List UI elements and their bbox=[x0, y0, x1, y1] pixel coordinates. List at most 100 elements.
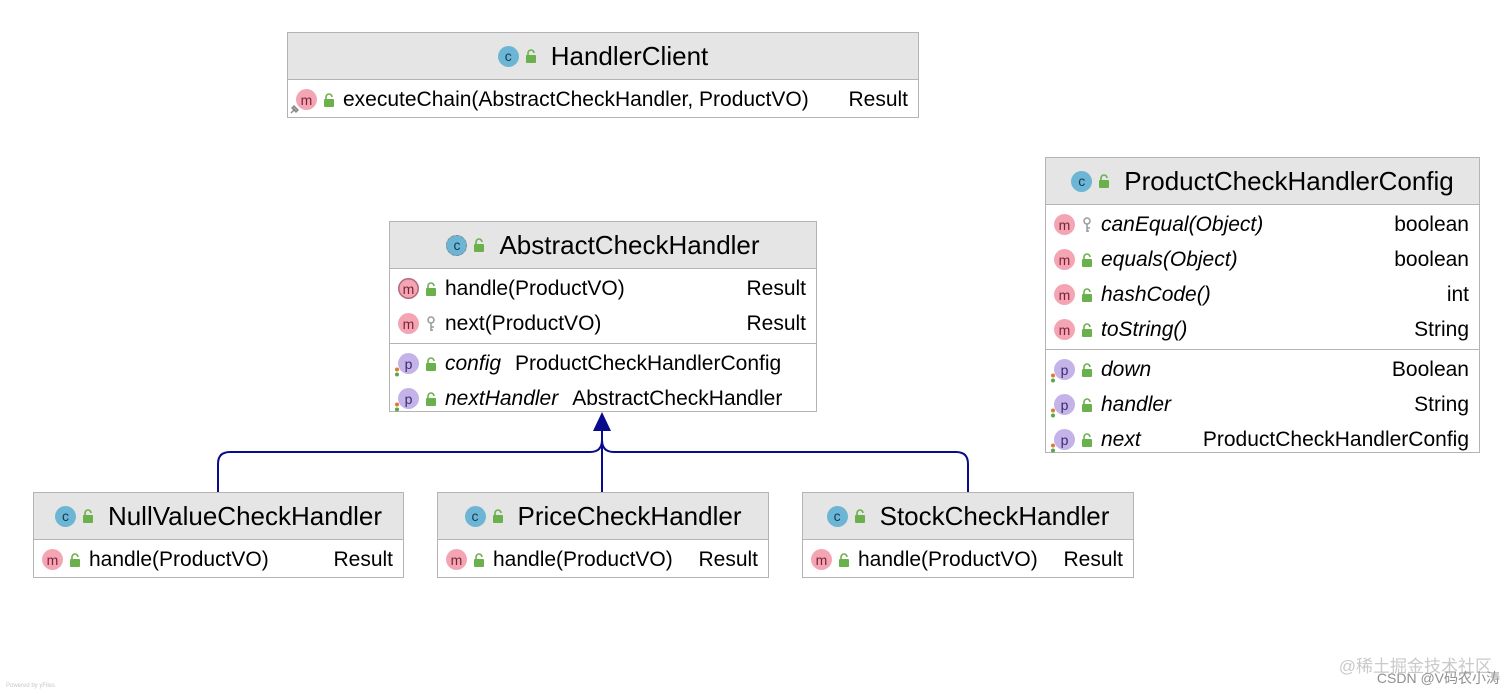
public-lock-icon bbox=[70, 552, 80, 567]
powered-by-watermark: Powered by yFiles bbox=[6, 683, 56, 689]
accessor-dots-icon bbox=[395, 367, 399, 377]
method-name: handle(ProductVO) bbox=[493, 547, 673, 571]
public-lock-icon bbox=[854, 509, 865, 523]
public-lock-icon bbox=[1099, 174, 1110, 188]
author-watermark: CSDN @V码农小涛 bbox=[1376, 670, 1500, 686]
property-type: ProductCheckHandlerConfig bbox=[1202, 427, 1469, 451]
methods-section: m handle(ProductVO) Result bbox=[803, 540, 1133, 579]
accessor-dots-icon bbox=[1051, 408, 1055, 418]
method-return-type: int bbox=[1446, 282, 1469, 306]
class-name: HandlerClient bbox=[550, 40, 709, 71]
method-name: toString() bbox=[1101, 317, 1188, 341]
class-handlerclient[interactable]: c HandlerClient m executeChain(AbstractC… bbox=[287, 32, 919, 118]
method-icon: m bbox=[1054, 319, 1075, 340]
static-pin-icon bbox=[290, 105, 299, 114]
class-name: AbstractCheckHandler bbox=[499, 229, 760, 260]
method-icon: m bbox=[42, 549, 63, 570]
method-row[interactable]: m handle(ProductVO) Result bbox=[390, 271, 816, 306]
class-stockcheckhandler[interactable]: c StockCheckHandler m handle(ProductVO) … bbox=[802, 492, 1134, 578]
method-icon: m bbox=[1054, 284, 1075, 305]
properties-section: p config ProductCheckHandlerConfig p nex… bbox=[390, 343, 816, 418]
public-lock-icon bbox=[1082, 287, 1092, 302]
property-name: config bbox=[445, 351, 502, 375]
method-row[interactable]: m executeChain(AbstractCheckHandler, Pro… bbox=[288, 82, 918, 117]
method-icon: m bbox=[811, 549, 832, 570]
inheritance-arrowhead bbox=[593, 412, 611, 431]
method-icon: m bbox=[1054, 249, 1075, 270]
method-name: handle(ProductVO) bbox=[858, 547, 1038, 571]
method-row[interactable]: m next(ProductVO) Result bbox=[390, 306, 816, 341]
public-lock-icon bbox=[1082, 397, 1092, 412]
method-icon: m bbox=[446, 549, 467, 570]
connector-nullvalue bbox=[217, 430, 603, 492]
property-type: ProductCheckHandlerConfig bbox=[515, 351, 782, 375]
public-lock-icon bbox=[839, 552, 849, 567]
property-row[interactable]: p handler String bbox=[1046, 387, 1479, 422]
method-return-type: Result bbox=[746, 276, 806, 300]
method-row[interactable]: m handle(ProductVO) Result bbox=[438, 542, 768, 577]
method-return-type: boolean bbox=[1394, 247, 1469, 271]
method-row[interactable]: m handle(ProductVO) Result bbox=[34, 542, 403, 577]
method-return-type: Result bbox=[848, 87, 908, 111]
method-return-type: Result bbox=[746, 311, 806, 335]
method-return-type: String bbox=[1414, 317, 1469, 341]
method-row[interactable]: m handle(ProductVO) Result bbox=[803, 542, 1133, 577]
public-lock-icon bbox=[426, 391, 436, 406]
method-name: equals(Object) bbox=[1101, 247, 1238, 271]
abstract-method-icon: m bbox=[398, 278, 419, 299]
property-row[interactable]: p next ProductCheckHandlerConfig bbox=[1046, 422, 1479, 457]
class-productcheckhandlerconfig[interactable]: c ProductCheckHandlerConfig m canEqual(O… bbox=[1045, 157, 1480, 453]
methods-section: m handle(ProductVO) Result m next(Produc… bbox=[390, 269, 816, 343]
property-name: next bbox=[1101, 427, 1141, 451]
class-nullvaluecheckhandler[interactable]: c NullValueCheckHandler m handle(Product… bbox=[33, 492, 404, 578]
method-row[interactable]: m hashCode() int bbox=[1046, 277, 1479, 312]
class-header: c ProductCheckHandlerConfig bbox=[1046, 158, 1479, 205]
method-row[interactable]: m toString() String bbox=[1046, 312, 1479, 347]
method-icon: m bbox=[290, 89, 317, 114]
method-row[interactable]: m equals(Object) boolean bbox=[1046, 242, 1479, 277]
class-name: NullValueCheckHandler bbox=[107, 500, 383, 531]
property-row[interactable]: p down Boolean bbox=[1046, 352, 1479, 387]
public-lock-icon bbox=[426, 356, 436, 371]
protected-key-icon bbox=[427, 315, 435, 331]
method-name: canEqual(Object) bbox=[1101, 212, 1264, 236]
method-name: next(ProductVO) bbox=[445, 311, 602, 335]
public-lock-icon bbox=[1082, 252, 1092, 267]
abstract-class-icon: c bbox=[446, 234, 468, 256]
properties-section: p down Boolean p handler String p next P… bbox=[1046, 349, 1479, 459]
property-type: AbstractCheckHandler bbox=[572, 386, 783, 410]
property-row[interactable]: p nextHandler AbstractCheckHandler bbox=[390, 381, 816, 416]
class-abstractcheckhandler[interactable]: c AbstractCheckHandler m handle(ProductV… bbox=[389, 221, 817, 412]
class-icon: c bbox=[464, 505, 486, 527]
method-icon: m bbox=[1054, 214, 1075, 235]
property-name: handler bbox=[1101, 392, 1172, 416]
class-name: StockCheckHandler bbox=[879, 500, 1110, 531]
property-icon: p bbox=[1051, 394, 1075, 418]
class-pricecheckhandler[interactable]: c PriceCheckHandler m handle(ProductVO) … bbox=[437, 492, 769, 578]
property-icon: p bbox=[395, 353, 419, 377]
class-header: c StockCheckHandler bbox=[803, 493, 1133, 540]
class-header: c HandlerClient bbox=[288, 33, 918, 80]
accessor-dots-icon bbox=[1051, 443, 1055, 453]
property-icon: p bbox=[1051, 429, 1075, 453]
class-icon: c bbox=[826, 505, 848, 527]
public-lock-icon bbox=[324, 92, 334, 107]
property-type: Boolean bbox=[1391, 357, 1469, 381]
public-lock-icon bbox=[1082, 322, 1092, 337]
public-lock-icon bbox=[1082, 432, 1092, 447]
connector-stock bbox=[601, 439, 969, 492]
methods-section: m handle(ProductVO) Result bbox=[438, 540, 768, 579]
property-icon: p bbox=[1051, 359, 1075, 383]
public-lock-icon bbox=[474, 238, 485, 252]
public-lock-icon bbox=[1082, 362, 1092, 377]
public-lock-icon bbox=[82, 509, 93, 523]
property-name: nextHandler bbox=[445, 386, 559, 410]
class-header: c NullValueCheckHandler bbox=[34, 493, 403, 540]
public-lock-icon bbox=[492, 509, 503, 523]
class-header: c PriceCheckHandler bbox=[438, 493, 768, 540]
method-row[interactable]: m canEqual(Object) boolean bbox=[1046, 207, 1479, 242]
property-row[interactable]: p config ProductCheckHandlerConfig bbox=[390, 346, 816, 381]
accessor-dots-icon bbox=[1051, 373, 1055, 383]
methods-section: m executeChain(AbstractCheckHandler, Pro… bbox=[288, 80, 918, 119]
